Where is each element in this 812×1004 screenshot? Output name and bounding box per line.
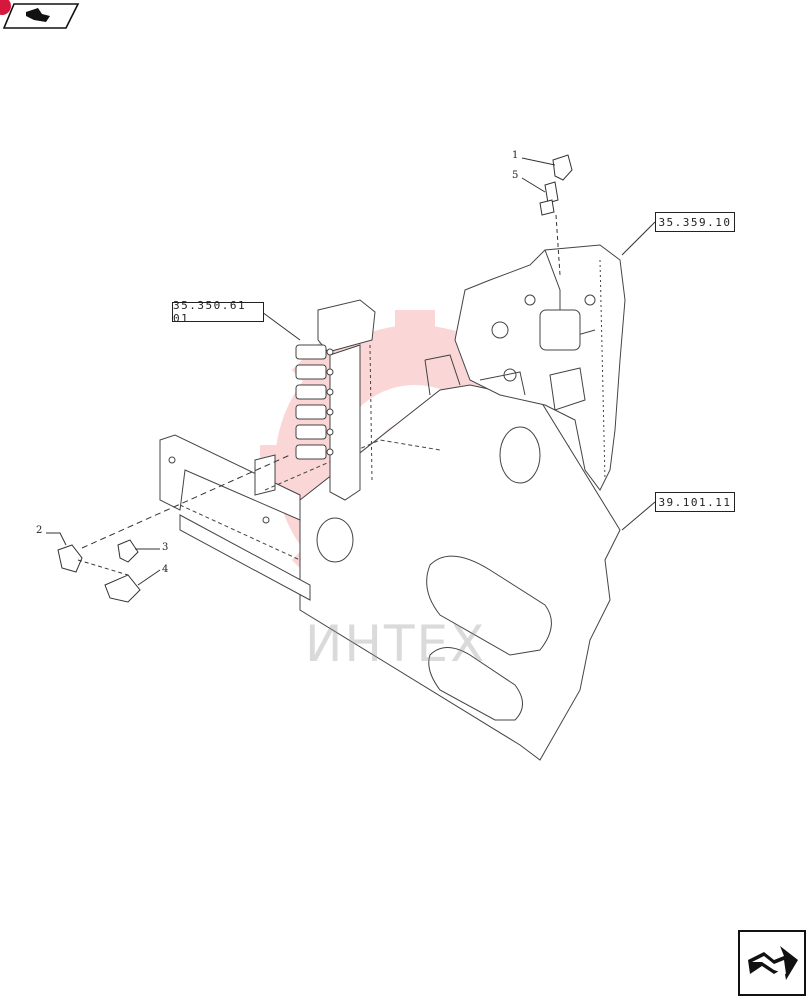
fittings-2-3-4: [57, 454, 291, 603]
callout-4: 4: [162, 564, 169, 575]
callout-1: 1: [512, 150, 519, 161]
watermark-text: ИНТЕХ: [305, 615, 487, 673]
mounting-bracket: [299, 354, 621, 761]
ref-manifold[interactable]: 35.350.61 01: [172, 299, 264, 325]
callout-5: 5: [512, 170, 519, 181]
ref-bracket[interactable]: 39.101.11: [655, 492, 735, 512]
page-arrow-icon[interactable]: [0, 0, 80, 32]
ref-valve-block[interactable]: 35.359.10: [655, 212, 735, 232]
callout-2: 2: [36, 525, 43, 536]
callout-3: 3: [162, 542, 169, 553]
fitting-1-and-5: [539, 154, 573, 276]
next-page-arrow-icon[interactable]: [738, 930, 806, 996]
red-marker: [0, 0, 11, 15]
solenoid-stack: [295, 344, 334, 460]
solenoid-manifold: [295, 299, 376, 501]
control-valve-block: [454, 244, 626, 491]
leader-lines: [46, 157, 656, 586]
frame-rail: [159, 434, 441, 601]
